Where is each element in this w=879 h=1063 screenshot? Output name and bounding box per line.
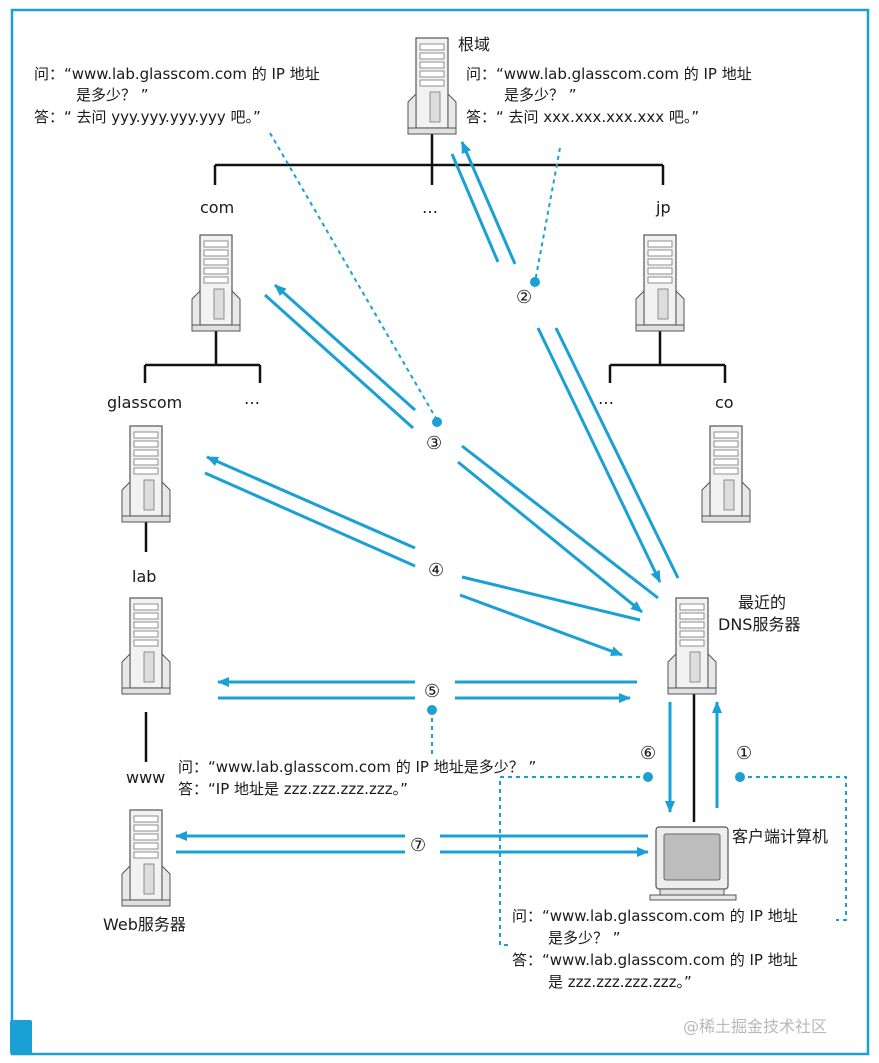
frame-border xyxy=(10,8,870,1056)
co-label: co xyxy=(715,393,734,412)
dns-label-line2: DNS服务器 xyxy=(718,615,800,634)
step-6-marker: ⑥ xyxy=(640,743,656,764)
www-label: www xyxy=(126,768,165,787)
lab-label: lab xyxy=(132,567,156,586)
lab-callout-answer: 答：“IP 地址是 zzz.zzz.zzz.zzz。” xyxy=(178,780,408,798)
step-3-marker: ③ xyxy=(426,433,442,454)
lab-server-icon xyxy=(121,597,171,695)
root-callout-question-1: 问：“www.lab.glasscom.com 的 IP 地址 xyxy=(466,65,752,83)
step-7-marker: ⑦ xyxy=(410,835,426,856)
glasscom-label: glasscom xyxy=(107,393,182,412)
com-callout-question-1: 问：“www.lab.glasscom.com 的 IP 地址 xyxy=(34,65,320,83)
com-callout-answer: 答：“ 去问 yyy.yyy.yyy.yyy 吧。” xyxy=(34,108,261,126)
client-computer-icon xyxy=(649,826,737,901)
callout-connectors xyxy=(269,132,847,946)
com-server-icon xyxy=(191,234,241,332)
glasscom-server-icon xyxy=(121,425,171,523)
dns-server-icon xyxy=(667,597,717,695)
co-server-icon xyxy=(701,425,751,523)
jp-label: jp xyxy=(655,198,671,217)
callout-dots xyxy=(427,277,745,782)
com-callout-question-2: 是多少？ ” xyxy=(76,86,149,104)
dns-label-line1: 最近的 xyxy=(738,593,786,612)
com-label: com xyxy=(200,198,234,217)
frame-corner-tab xyxy=(10,1020,32,1054)
root-ellipsis-label: … xyxy=(422,198,438,217)
jp-ellipsis-label: … xyxy=(598,389,614,408)
hierarchy-lines xyxy=(143,128,727,822)
client-callout-question-2: 是多少？ ” xyxy=(548,929,621,947)
client-callout-answer-1: 答：“www.lab.glasscom.com 的 IP 地址 xyxy=(512,951,798,969)
root-label: 根域 xyxy=(458,35,490,54)
client-callout-question-1: 问：“www.lab.glasscom.com 的 IP 地址 xyxy=(512,907,798,925)
watermark-text: @稀土掘金技术社区 xyxy=(683,1017,827,1036)
step-2-marker: ② xyxy=(516,287,532,308)
com-ellipsis-label: … xyxy=(244,389,260,408)
step-4-marker: ④ xyxy=(428,560,444,581)
root-server-icon xyxy=(407,37,457,135)
client-label: 客户端计算机 xyxy=(732,827,828,846)
step-1-marker: ① xyxy=(736,743,752,764)
root-callout-answer: 答：“ 去问 xxx.xxx.xxx.xxx 吧。” xyxy=(466,108,699,126)
step-5-marker: ⑤ xyxy=(424,681,440,702)
web-server-label: Web服务器 xyxy=(103,915,186,934)
root-callout-question-2: 是多少？ ” xyxy=(504,86,577,104)
client-callout-answer-2: 是 zzz.zzz.zzz.zzz。” xyxy=(548,973,692,991)
web-server-icon xyxy=(121,809,171,907)
jp-server-icon xyxy=(635,234,685,332)
query-arrows xyxy=(175,141,722,857)
lab-callout-question: 问：“www.lab.glasscom.com 的 IP 地址是多少？ ” xyxy=(178,758,536,776)
